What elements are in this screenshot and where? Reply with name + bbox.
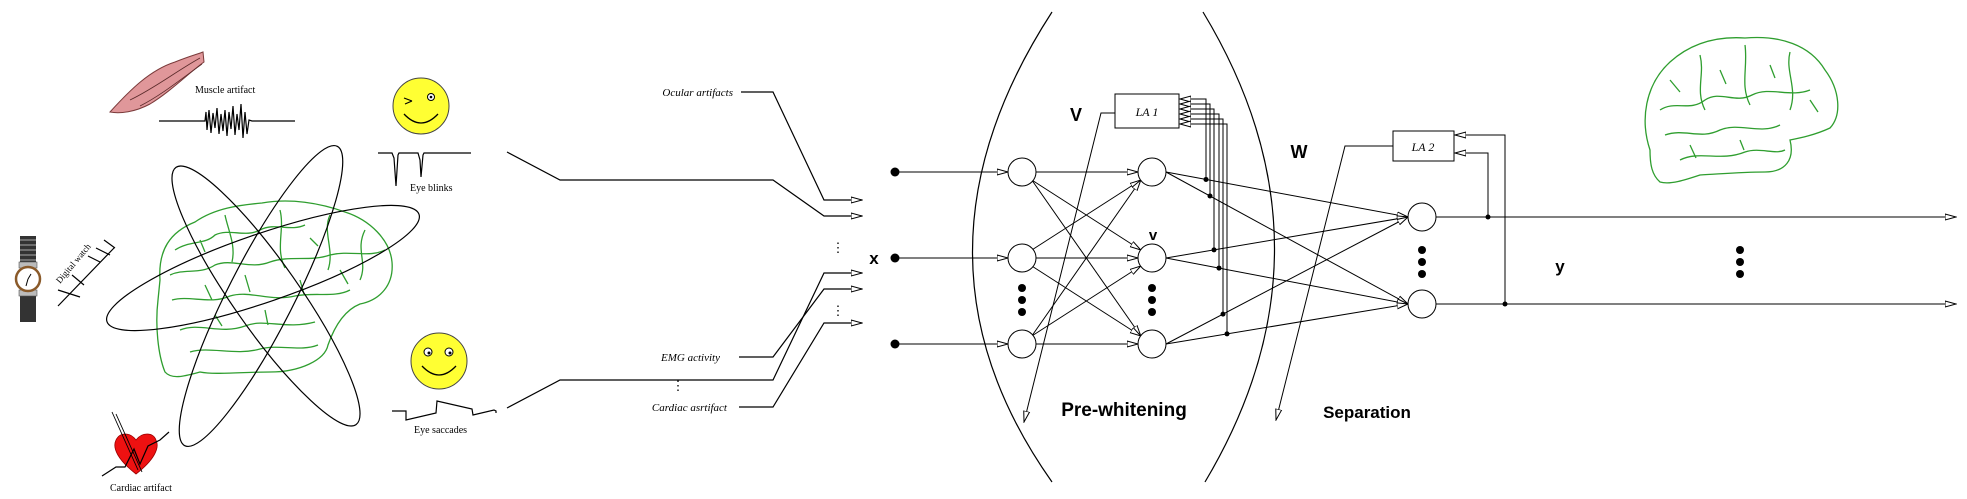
ellipsis-dot [1018, 284, 1026, 292]
watch-signal-trace [57, 239, 116, 307]
output-neuron [1407, 289, 1437, 319]
la1-update-arrow [1024, 112, 1115, 422]
ocular-artifacts-label: Ocular artifacts [662, 87, 733, 99]
separation-edge [1165, 304, 1408, 345]
separation-edge [1165, 171, 1408, 217]
ellipsis-dot [1148, 284, 1156, 292]
ellipsis-dot [1736, 270, 1744, 278]
whitening-edge [1031, 266, 1141, 337]
hidden-neuron [1007, 243, 1037, 273]
hidden-neuron [1007, 329, 1037, 359]
la1-feedback-line [1180, 104, 1211, 196]
ellipsis-upper: ⋮ [832, 240, 845, 255]
x-label: x [869, 249, 879, 268]
prewhitening-label: Pre-whitening [1061, 400, 1187, 421]
prewhitening-network [890, 112, 1167, 422]
orbit-lines [105, 144, 421, 448]
ellipsis-lower: ⋮ [832, 303, 845, 318]
la2-label: LA 2 [1411, 140, 1435, 154]
la2-box [1392, 130, 1455, 162]
whitened-neuron [1137, 243, 1167, 273]
whitened-neuron [1137, 329, 1167, 359]
la1-feedback-line [1180, 114, 1220, 269]
ellipsis-labels: ⋮ [672, 378, 685, 393]
ellipsis-dot [1418, 246, 1426, 254]
winking-smiley-icon [392, 77, 450, 135]
separation-edge [1165, 217, 1408, 345]
V-matrix-label: V [1070, 105, 1082, 125]
la2-feedback-line [1455, 153, 1489, 217]
lens-outline [971, 11, 1276, 483]
eye-blinks-label: Eye blinks [410, 183, 453, 194]
la1-feedback-line [1180, 109, 1215, 250]
eye-blinks-trace [378, 152, 471, 187]
la1-label: LA 1 [1135, 105, 1159, 119]
separation-edge [1165, 217, 1408, 259]
ellipsis-dot [1736, 258, 1744, 266]
cardiac-input-label: Cardiac asrtifact [652, 402, 728, 414]
y-label: y [1555, 257, 1565, 276]
la1-feedback-line [1180, 124, 1228, 334]
watch-icon [14, 236, 42, 322]
hidden-neuron [1007, 157, 1037, 187]
smiley-icon [410, 332, 468, 390]
whitened-neuron [1137, 157, 1167, 187]
separation-network [1165, 99, 1956, 420]
ellipsis-dot [1018, 308, 1026, 316]
ellipsis-dot [1736, 246, 1744, 254]
la1-feedback-line [1180, 99, 1207, 180]
la2-feedback-line [1455, 135, 1506, 304]
whitening-edge [1031, 180, 1141, 251]
ellipsis-dot [1018, 296, 1026, 304]
cardiac-artifact-label: Cardiac artifact [110, 483, 172, 494]
eye-saccades-label: Eye saccades [414, 425, 467, 436]
muscle-signal-trace [159, 103, 295, 139]
mixing-connectors [506, 91, 862, 409]
emg-activity-label: EMG activity [660, 352, 720, 364]
separation-label: Separation [1323, 403, 1411, 422]
muscle-artifact-label: Muscle artifact [195, 85, 255, 96]
whitening-edge [1031, 180, 1141, 337]
output-neuron [1407, 202, 1437, 232]
muscle-icon [109, 51, 205, 114]
brain-icon [156, 200, 393, 378]
ellipsis-dot [1418, 258, 1426, 266]
la2-update-arrow [1276, 145, 1393, 420]
eye-saccades-trace [392, 400, 497, 421]
digital-watch-label: Digital watch [54, 241, 93, 285]
la1-feedback-line [1180, 119, 1224, 315]
ellipsis-dot [1418, 270, 1426, 278]
W-matrix-label: W [1291, 142, 1308, 162]
heart-icon [101, 411, 170, 477]
brain-side-view-icon [1644, 36, 1839, 184]
v-label: v [1149, 227, 1158, 244]
ellipsis-dot [1148, 296, 1156, 304]
ellipsis-dot [1148, 308, 1156, 316]
